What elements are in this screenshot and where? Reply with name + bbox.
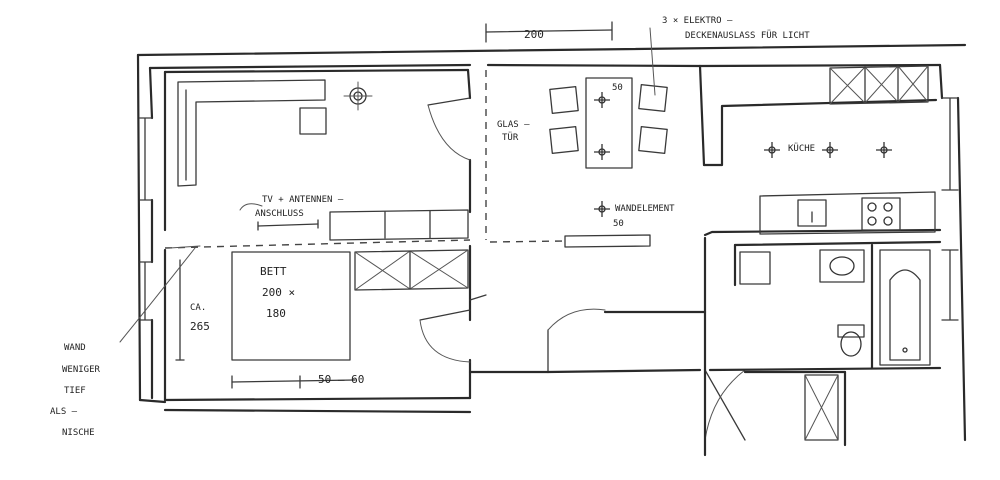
hallway (468, 294, 847, 457)
glastuer-label-2: TÜR (502, 132, 519, 143)
bedroom (163, 244, 472, 402)
wall-note-line-3: TIEF (64, 386, 86, 396)
wall-note-line-5: NISCHE (62, 428, 95, 438)
dim-50-mid-label: 50 (613, 219, 624, 229)
tv-connection-label-1: TV + ANTENNEN – (262, 195, 344, 205)
note-leader-line (119, 247, 196, 343)
dining-area (485, 21, 668, 248)
outer-walls (136, 43, 967, 442)
tv-connection-label-2: ANSCHLUSS (255, 209, 304, 219)
wall-element-label: WANDELEMENT (615, 204, 675, 214)
dim-50-top-label: 50 (612, 83, 623, 93)
elektro-label-2: DECKENAUSLASS FÜR LICHT (685, 30, 810, 41)
wall-note-line-4: ALS – (50, 407, 78, 417)
bed-label-3: 180 (266, 307, 286, 320)
room-divider (164, 239, 471, 249)
living-room (163, 68, 472, 241)
dim-265-label: 265 (190, 320, 210, 333)
dim-ca-label: CA. (190, 303, 206, 313)
kitchen-label: KÜCHE (788, 143, 815, 154)
bed-label-2: 200 × (262, 286, 295, 299)
bathroom (703, 236, 942, 372)
dim-50-60-label: 50 – 60 (318, 373, 364, 386)
bed-label-1: BETT (260, 265, 287, 278)
wall-note-line-2: WENIGER (62, 365, 101, 375)
kitchen (698, 64, 942, 237)
dim-top-label: 200 (524, 28, 544, 41)
wall-note-line-1: WAND (64, 343, 86, 353)
elektro-label-1: 3 × ELEKTRO – (662, 16, 733, 26)
glastuer-label-1: GLAS – (497, 120, 530, 130)
